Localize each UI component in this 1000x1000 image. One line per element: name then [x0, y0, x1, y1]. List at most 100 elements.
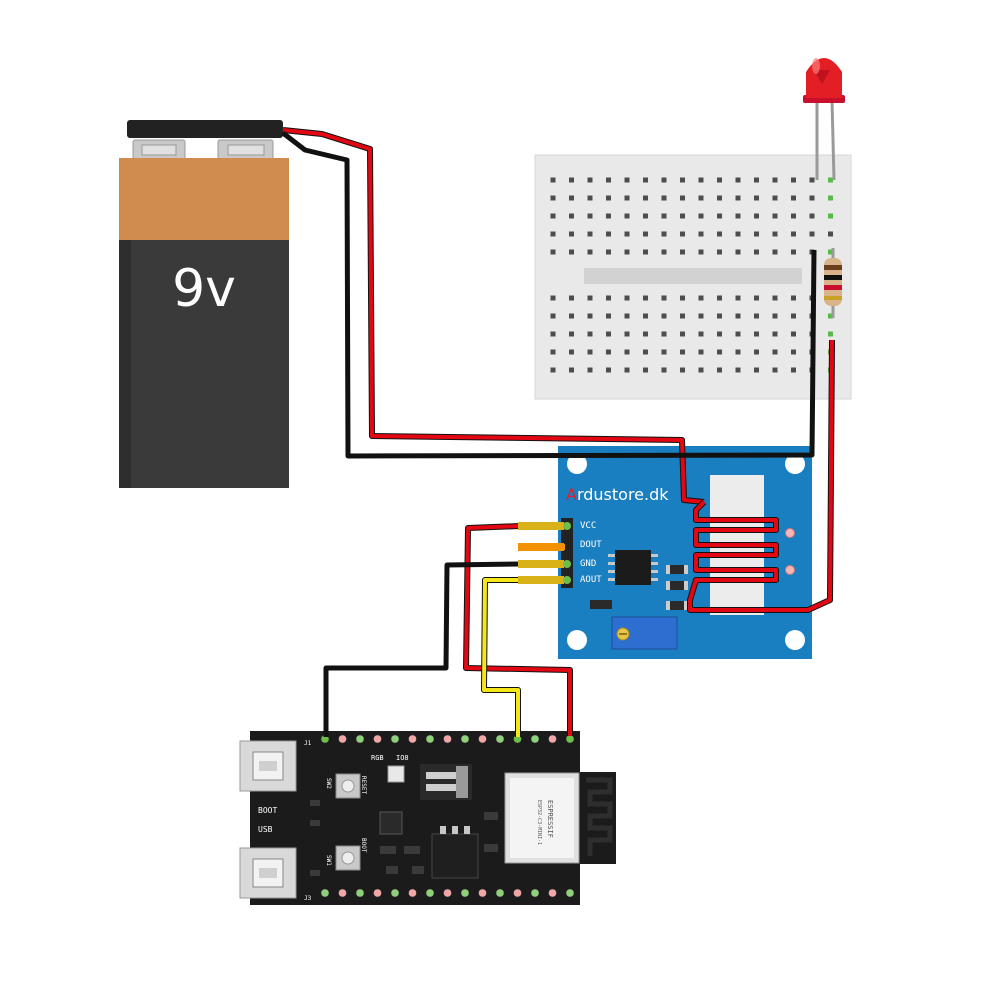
breadboard-hole	[550, 231, 556, 237]
breadboard-hole	[735, 231, 741, 237]
breadboard-hole	[791, 295, 796, 301]
board-pin	[408, 888, 417, 898]
smd-components	[590, 565, 688, 610]
breadboard-hole	[661, 349, 667, 355]
breadboard-hole	[735, 295, 741, 301]
breadboard-hole	[569, 331, 574, 337]
breadboard-hole	[754, 195, 759, 201]
breadboard-hole	[698, 195, 704, 201]
boot-button	[335, 845, 361, 871]
mounting-hole	[785, 630, 805, 650]
label-rgb: RGB	[371, 754, 384, 762]
breadboard-hole	[680, 367, 685, 373]
resistor	[824, 248, 842, 318]
breadboard-hole	[680, 349, 685, 355]
usb-port-top	[239, 740, 297, 792]
board-pin	[338, 888, 347, 898]
breadboard-hole	[606, 249, 611, 255]
wire-battery-negative	[281, 131, 817, 459]
breadboard-hole	[828, 249, 833, 255]
breadboard-hole	[698, 231, 704, 237]
breadboard-hole	[624, 349, 630, 355]
board-pin	[478, 734, 487, 744]
breadboard-hole	[735, 213, 741, 219]
breadboard-hole	[735, 313, 741, 319]
board-smd-components	[310, 800, 498, 876]
board-pin	[425, 734, 435, 744]
breadboard-hole	[828, 231, 833, 237]
pin-label-vcc: VCC	[580, 521, 596, 531]
pin-label-gnd: GND	[580, 559, 596, 569]
breadboard-hole	[624, 313, 630, 319]
pin-label-dout: DOUT	[580, 540, 602, 550]
battery-label: 9v	[172, 259, 236, 319]
breadboard-hole	[735, 349, 741, 355]
label-boot: BOOT	[258, 806, 277, 815]
module-model: ESP32-C3-MINI-1	[536, 800, 542, 845]
board-pin	[443, 734, 452, 744]
breadboard-hole	[698, 349, 704, 355]
breadboard-hole	[772, 195, 778, 201]
breadboard-hole	[643, 349, 648, 355]
breadboard-hole	[717, 295, 722, 301]
module-brand: ESPRESSIF	[546, 800, 554, 838]
breadboard-hole	[680, 195, 685, 201]
breadboard-center-channel	[584, 268, 802, 284]
ic-chip	[615, 550, 651, 585]
breadboard-hole	[643, 249, 648, 255]
mounting-hole	[567, 630, 587, 650]
board-pin	[565, 888, 575, 898]
board-pin	[495, 734, 505, 744]
label-io8: IO8	[396, 754, 409, 762]
breadboard-hole	[735, 249, 741, 255]
breadboard-hole	[772, 349, 778, 355]
breadboard-hole	[606, 349, 611, 355]
breadboard-hole	[569, 249, 574, 255]
board-pin	[478, 888, 487, 898]
breadboard-hole	[680, 331, 685, 337]
breadboard-hole	[550, 177, 556, 183]
board-pin-headers	[320, 734, 575, 898]
breadboard-hole	[624, 367, 630, 373]
breadboard-hole	[698, 249, 704, 255]
breadboard-hole	[624, 295, 630, 301]
breadboard-hole	[717, 213, 722, 219]
breadboard-hole	[717, 195, 722, 201]
wire-gnd	[323, 561, 565, 737]
breadboard-hole	[791, 213, 796, 219]
breadboard-hole	[735, 367, 741, 373]
label-j1: J1	[304, 740, 312, 747]
label-sw1: SW1	[325, 855, 332, 866]
breadboard-hole	[624, 195, 630, 201]
breadboard-hole	[698, 331, 704, 337]
breadboard-hole	[754, 177, 759, 183]
breadboard-hole	[791, 231, 796, 237]
breadboard-hole	[643, 177, 648, 183]
breadboard-hole	[550, 249, 556, 255]
breadboard-hole	[680, 313, 685, 319]
breadboard-hole	[624, 177, 630, 183]
breadboard-hole	[550, 367, 556, 373]
breadboard-hole	[661, 331, 667, 337]
potentiometer	[611, 616, 678, 650]
board-pin	[530, 734, 540, 744]
breadboard-hole	[772, 331, 778, 337]
label-usb: USB	[258, 825, 273, 834]
breadboard-hole	[550, 313, 556, 319]
breadboard-hole	[680, 295, 685, 301]
small-ic	[379, 811, 403, 835]
breadboard-hole	[661, 195, 667, 201]
breadboard-hole	[643, 213, 648, 219]
breadboard-hole	[569, 231, 574, 237]
breadboard-hole	[772, 177, 778, 183]
breadboard-hole	[791, 313, 796, 319]
breadboard-hole	[550, 295, 556, 301]
breadboard-hole	[754, 295, 759, 301]
board-pin	[495, 888, 505, 898]
breadboard-hole	[606, 177, 611, 183]
breadboard-hole	[717, 177, 722, 183]
breadboard-hole	[661, 213, 667, 219]
breadboard-hole	[624, 231, 630, 237]
breadboard-hole	[791, 367, 796, 373]
reset-button	[335, 773, 361, 799]
